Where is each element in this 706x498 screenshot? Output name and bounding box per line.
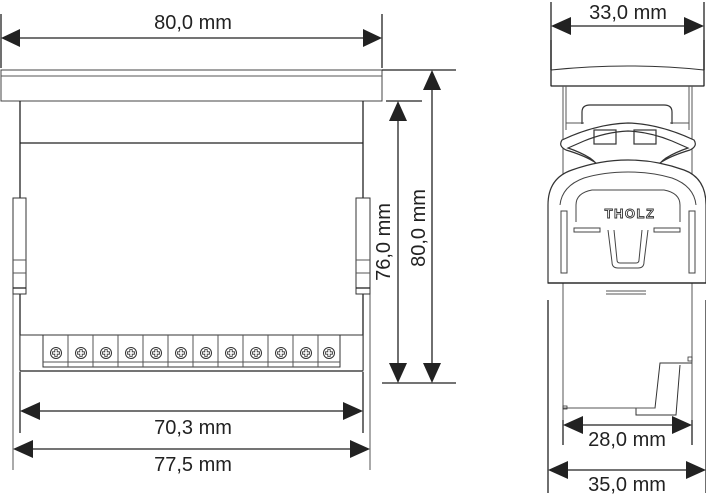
side-view: 33,0 mm THOLZ xyxy=(547,2,706,496)
screw-terminal-icon xyxy=(275,347,287,359)
arrow-right-icon xyxy=(672,416,692,434)
front-bezel xyxy=(0,69,383,102)
arrow-left-icon xyxy=(20,402,40,420)
arrow-down-icon xyxy=(389,363,407,383)
screw-terminal-icon xyxy=(200,347,212,359)
housing-front xyxy=(547,159,706,284)
dim-overall-width-label: 77,5 mm xyxy=(154,454,232,476)
dim-body-depth-label: 28,0 mm xyxy=(588,429,666,451)
arrow-down-icon xyxy=(423,363,441,383)
dim-total-height-label: 80,0 mm xyxy=(408,189,430,267)
screw-terminal-icon xyxy=(250,347,262,359)
screw-terminal-icon xyxy=(175,347,187,359)
screw-terminal-icon xyxy=(300,347,312,359)
dim-inner-height-label: 76,0 mm xyxy=(373,203,395,281)
dim-total-depth-label: 35,0 mm xyxy=(588,474,666,496)
arrow-up-icon xyxy=(423,70,441,90)
screw-terminal-icon xyxy=(50,347,62,359)
arrow-right-icon xyxy=(350,440,370,458)
arrow-right-icon xyxy=(684,17,704,35)
arrow-right-icon xyxy=(343,402,363,420)
arrow-up-icon xyxy=(389,101,407,121)
dim-front-depth-label: 33,0 mm xyxy=(589,2,667,24)
terminal-block xyxy=(19,334,364,372)
screw-terminal-icon xyxy=(225,347,237,359)
screw-terminal-icon xyxy=(323,347,335,359)
screw-terminal-icon xyxy=(100,347,112,359)
screw-terminal-icon xyxy=(150,347,162,359)
arrow-left-icon xyxy=(13,440,33,458)
front-cap xyxy=(550,65,705,87)
arrow-right-icon xyxy=(363,29,382,47)
screw-terminal-icon xyxy=(125,347,137,359)
dim-body-width-label: 70,3 mm xyxy=(154,417,232,439)
side-clip-right xyxy=(355,197,371,295)
arrow-left-icon xyxy=(563,416,583,434)
arrow-left-icon xyxy=(1,29,20,47)
arrow-left-icon xyxy=(551,17,571,35)
arrow-left-icon xyxy=(548,461,568,479)
arrow-right-icon xyxy=(686,461,706,479)
screw-terminal-icon xyxy=(75,347,87,359)
side-clip-left xyxy=(12,197,27,295)
brand-logo: THOLZ xyxy=(605,206,656,221)
dim-top-width-label: 80,0 mm xyxy=(154,12,232,34)
front-view: 80,0 mm xyxy=(0,12,456,476)
